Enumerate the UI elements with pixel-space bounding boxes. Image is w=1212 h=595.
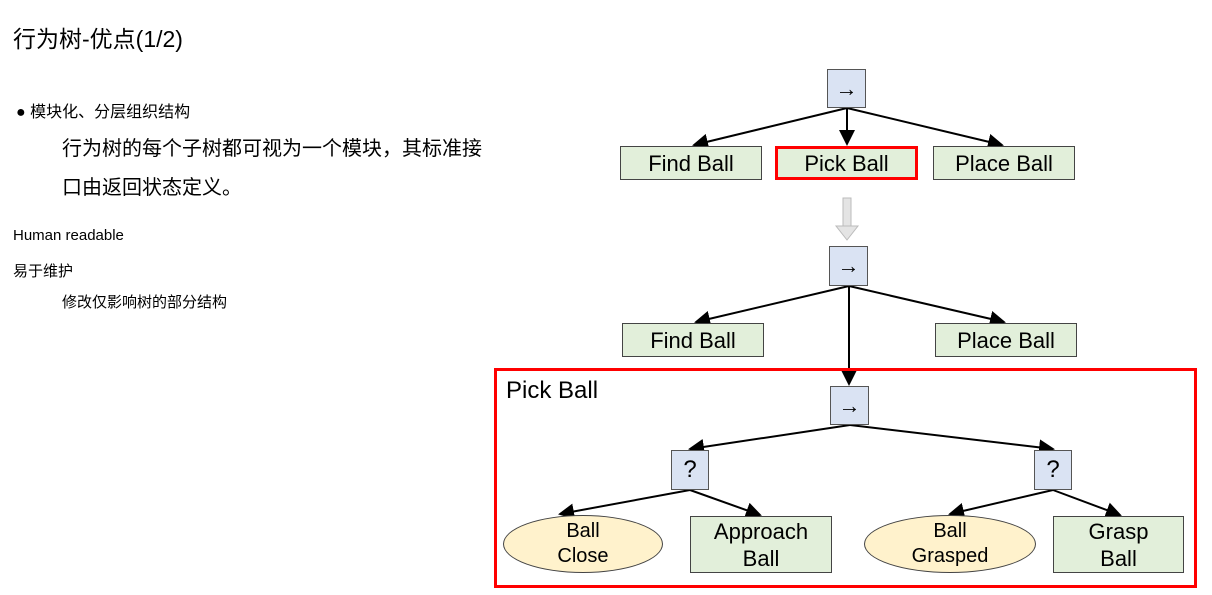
selector-node-left: ?: [671, 450, 709, 490]
condition-line2: Close: [557, 545, 609, 567]
action-pick-ball-highlighted: Pick Ball: [775, 146, 918, 180]
bullet-text: 模块化、分层组织结构: [30, 104, 191, 121]
bullet-detail-line2: 口由返回状态定义。: [62, 177, 242, 199]
action-place-ball: Place Ball: [933, 146, 1075, 180]
action-line1: Grasp: [1088, 518, 1149, 544]
bullet-dot: ●: [16, 104, 31, 121]
action-line2: Ball: [1100, 545, 1137, 571]
transform-arrow-icon: [834, 197, 860, 241]
sequence-node-top: →: [827, 69, 866, 108]
condition-line2: Grasped: [911, 545, 989, 567]
condition-line1: Ball: [933, 520, 967, 542]
action-place-ball-2: Place Ball: [935, 323, 1077, 357]
pick-ball-subtree-frame: [494, 368, 1197, 588]
bullet-modular: ● 模块化、分层组织结构: [16, 98, 190, 122]
sequence-node-middle: →: [829, 246, 868, 286]
sequence-node-subtree: →: [830, 386, 869, 425]
human-readable-text: Human readable: [13, 227, 124, 244]
bullet-detail-line1: 行为树的每个子树都可视为一个模块，其标准接: [62, 138, 482, 160]
maintainable-detail: 修改仅影响树的部分结构: [62, 294, 228, 311]
maintainable-text: 易于维护: [13, 263, 74, 280]
page-title: 行为树-优点(1/2): [13, 26, 183, 52]
action-line2: Ball: [742, 545, 780, 571]
subtree-label: Pick Ball: [506, 377, 599, 404]
selector-node-right: ?: [1034, 450, 1072, 490]
action-line1: Approach: [713, 518, 809, 544]
action-find-ball: Find Ball: [620, 146, 762, 180]
action-find-ball-2: Find Ball: [622, 323, 764, 357]
condition-line1: Ball: [566, 520, 600, 542]
